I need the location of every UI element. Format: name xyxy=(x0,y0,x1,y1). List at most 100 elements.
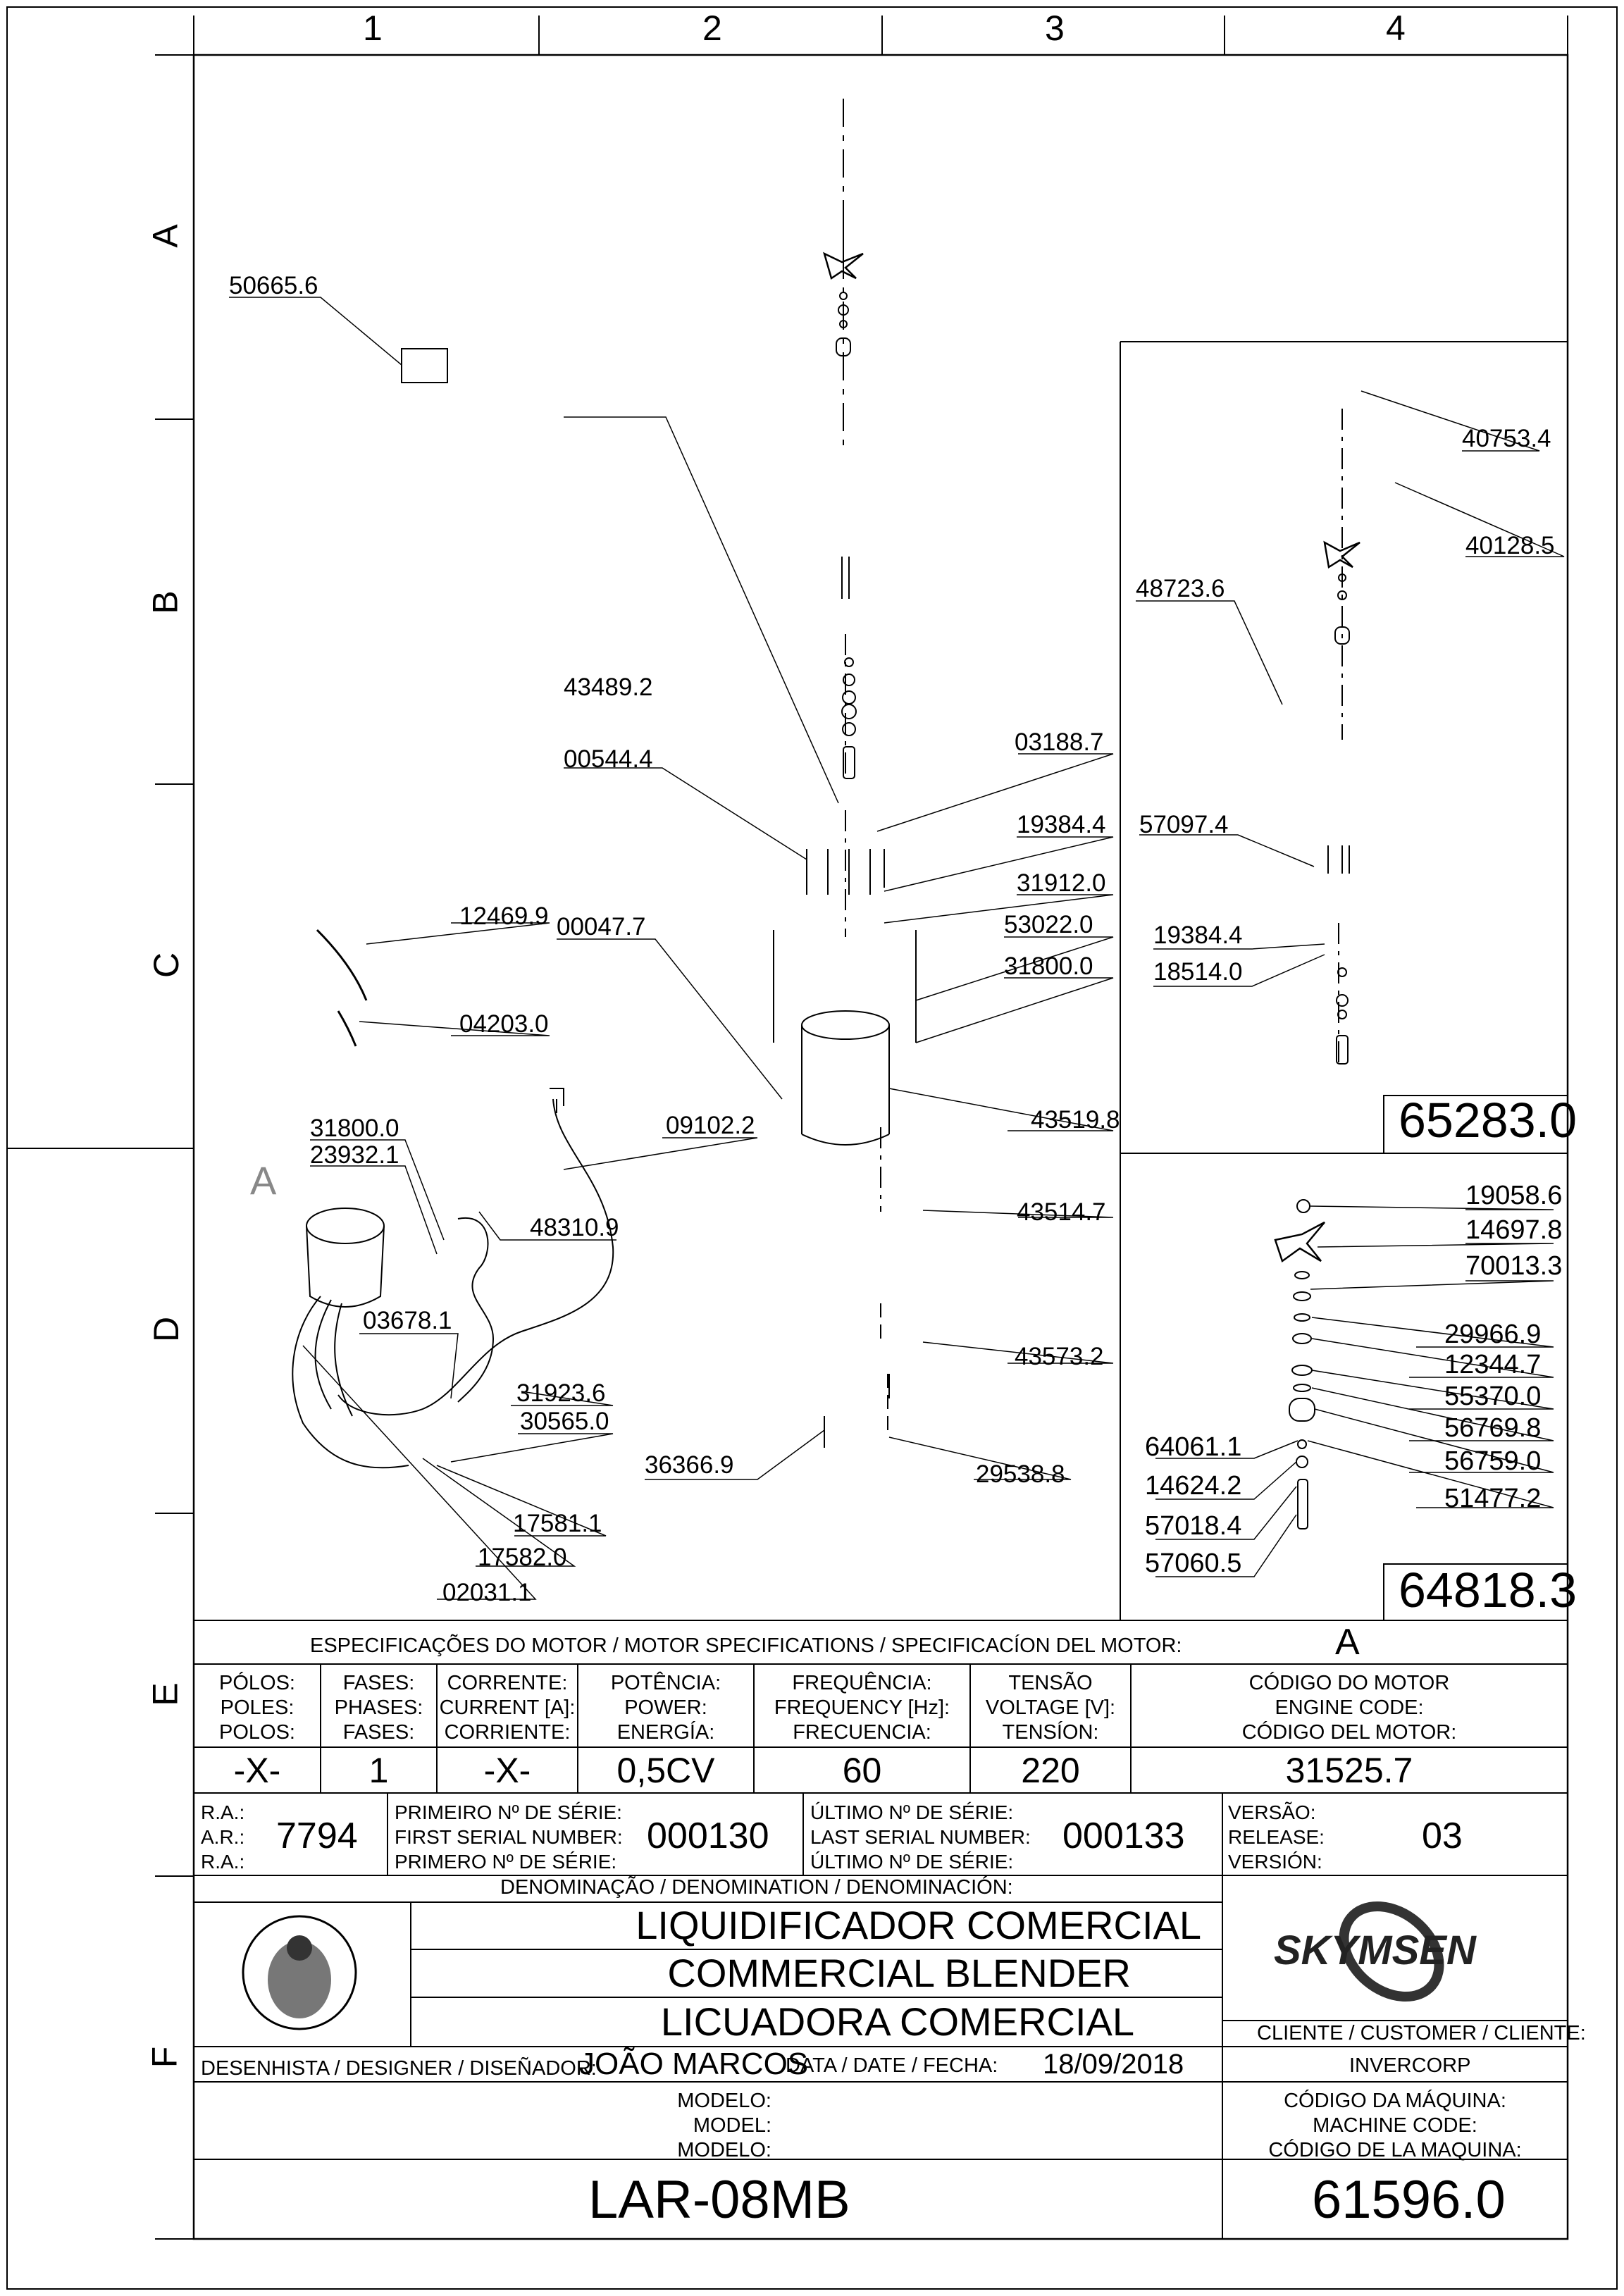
motor-heading: ESPECIFICAÇÕES DO MOTOR / MOTOR SPECIFIC… xyxy=(310,1634,1182,1657)
callout: 51477.2 xyxy=(1444,1484,1542,1513)
callout: 19058.6 xyxy=(1465,1181,1563,1210)
callout: 56759.0 xyxy=(1444,1446,1542,1476)
callout: 56769.8 xyxy=(1444,1413,1542,1443)
denomination-heading: DENOMINAÇÃO / DENOMINATION / DENOMINACIÓ… xyxy=(500,1876,1013,1899)
callout: 29538.8 xyxy=(976,1460,1065,1488)
grid-col-1: 1 xyxy=(363,8,383,48)
callout: 23932.1 xyxy=(310,1141,399,1169)
callout: 12344.7 xyxy=(1444,1350,1542,1379)
callout: 43519.8 xyxy=(1031,1106,1120,1134)
callout: 02031.1 xyxy=(442,1579,532,1606)
last-serial-value: 000133 xyxy=(1062,1816,1185,1856)
motor-value: 60 xyxy=(842,1751,882,1790)
grid-row-e: E xyxy=(145,1682,185,1706)
callout: 57097.4 xyxy=(1139,811,1229,838)
machine-code-value: 61596.0 xyxy=(1312,2170,1506,2230)
callout: 40128.5 xyxy=(1465,532,1555,559)
skymsen-logo xyxy=(1339,1901,1444,2002)
callout: 57018.4 xyxy=(1145,1511,1242,1541)
callout: 40753.4 xyxy=(1462,425,1551,452)
callout: 53022.0 xyxy=(1004,911,1093,938)
callout: 14624.2 xyxy=(1145,1471,1242,1501)
designer-name: JOÃO MARCOS xyxy=(579,2047,809,2081)
motor-value: -X- xyxy=(233,1751,281,1790)
grid-row-f: F xyxy=(144,2046,185,2068)
grid-col-4: 4 xyxy=(1386,8,1406,48)
release-value: 03 xyxy=(1422,1816,1463,1856)
grid-row-b: B xyxy=(145,590,185,614)
ra-value: 7794 xyxy=(276,1816,358,1856)
callout: 31800.0 xyxy=(310,1115,399,1142)
motor-col-label: FASES:PHASES:FASES: xyxy=(334,1672,423,1744)
callout: 19384.4 xyxy=(1017,811,1106,838)
grid-row-c: C xyxy=(147,952,187,979)
callout: 31800.0 xyxy=(1004,952,1093,980)
callout: 55370.0 xyxy=(1444,1382,1542,1411)
motor-col-label: PÓLOS:POLES:POLOS: xyxy=(219,1672,295,1744)
denomination-en: COMMERCIAL BLENDER xyxy=(667,1951,1131,1995)
date-value: 18/09/2018 xyxy=(1043,2049,1184,2080)
grid-row-a: A xyxy=(145,224,185,248)
callout: 50665.6 xyxy=(229,272,318,299)
callout: 12469.9 xyxy=(459,902,549,930)
denomination-pt: LIQUIDIFICADOR COMERCIAL xyxy=(636,1903,1201,1947)
callout: 19384.4 xyxy=(1153,921,1243,949)
callout: 18514.0 xyxy=(1153,958,1243,986)
first-serial-labels: PRIMEIRO Nº DE SÉRIE:FIRST SERIAL NUMBER… xyxy=(395,1801,623,1873)
model-value: LAR-08MB xyxy=(588,2170,850,2230)
designer-label: DESENHISTA / DESIGNER / DISEÑADOR: xyxy=(201,2057,597,2080)
callout: 17581.1 xyxy=(513,1510,602,1537)
callout: 48723.6 xyxy=(1136,575,1225,602)
customer-label: CLIENTE / CUSTOMER / CLIENTE: xyxy=(1257,2022,1586,2044)
callout: 14697.8 xyxy=(1465,1215,1563,1245)
motor-col-label: FREQUÊNCIA:FREQUENCY [Hz]:FRECUENCIA: xyxy=(774,1672,950,1744)
callout: 43573.2 xyxy=(1015,1343,1104,1370)
detail-letter: A xyxy=(250,1158,277,1203)
kit-code: 65283.0 xyxy=(1399,1093,1577,1148)
callout: 48310.9 xyxy=(530,1214,619,1241)
date-label: DATA / DATE / FECHA: xyxy=(786,2054,998,2077)
callout: 30565.0 xyxy=(520,1408,609,1435)
callout: 43514.7 xyxy=(1017,1198,1106,1226)
assistencia-stamp xyxy=(242,1915,357,2030)
grid-col-2: 2 xyxy=(702,8,722,48)
callout: 03678.1 xyxy=(363,1307,452,1334)
callout: 29966.9 xyxy=(1444,1320,1542,1349)
ra-labels: R.A.:A.R.:R.A.: xyxy=(201,1801,245,1873)
callout: 00047.7 xyxy=(557,913,646,941)
motor-letter: A xyxy=(1335,1622,1360,1663)
callout: 17582.0 xyxy=(478,1544,567,1571)
last-serial-labels: ÚLTIMO Nº DE SÉRIE:LAST SERIAL NUMBER:ÚL… xyxy=(810,1801,1031,1873)
machine-code-labels: CÓDIGO DA MÁQUINA:MACHINE CODE:CÓDIGO DE… xyxy=(1268,2090,1522,2161)
callout: 31923.6 xyxy=(516,1379,606,1407)
callout: 03188.7 xyxy=(1015,728,1104,756)
customer-value: INVERCORP xyxy=(1349,2054,1471,2077)
callout: 09102.2 xyxy=(666,1112,755,1139)
callout: 57060.5 xyxy=(1145,1549,1242,1578)
callout: 43489.2 xyxy=(564,674,653,701)
motor-value: 0,5CV xyxy=(616,1751,715,1790)
release-labels: VERSÃO:RELEASE:VERSIÓN: xyxy=(1228,1801,1325,1873)
motor-value: 220 xyxy=(1021,1751,1080,1790)
kit-code: 64818.3 xyxy=(1399,1563,1577,1618)
grid-col-3: 3 xyxy=(1045,8,1065,48)
motor-col-label: CORRENTE:CURRENT [A]:CORRIENTE: xyxy=(439,1672,576,1744)
callout: 64061.1 xyxy=(1145,1432,1242,1462)
grid-row-d: D xyxy=(147,1316,187,1343)
motor-value: 1 xyxy=(368,1751,389,1790)
brand-name: SKYMSEN xyxy=(1274,1928,1476,1973)
callout: 31912.0 xyxy=(1017,869,1106,897)
motor-col-label: POTÊNCIA:POWER:ENERGÍA: xyxy=(610,1672,721,1744)
model-labels: MODELO:MODEL:MODELO: xyxy=(677,2090,771,2161)
callout: 70013.3 xyxy=(1465,1251,1563,1281)
callout: 00544.4 xyxy=(564,745,653,773)
denomination-es: LICUADORA COMERCIAL xyxy=(660,1999,1134,2044)
motor-value: 31525.7 xyxy=(1285,1751,1413,1790)
callout: 04203.0 xyxy=(459,1010,549,1038)
motor-value: -X- xyxy=(483,1751,531,1790)
first-serial-value: 000130 xyxy=(647,1816,769,1856)
